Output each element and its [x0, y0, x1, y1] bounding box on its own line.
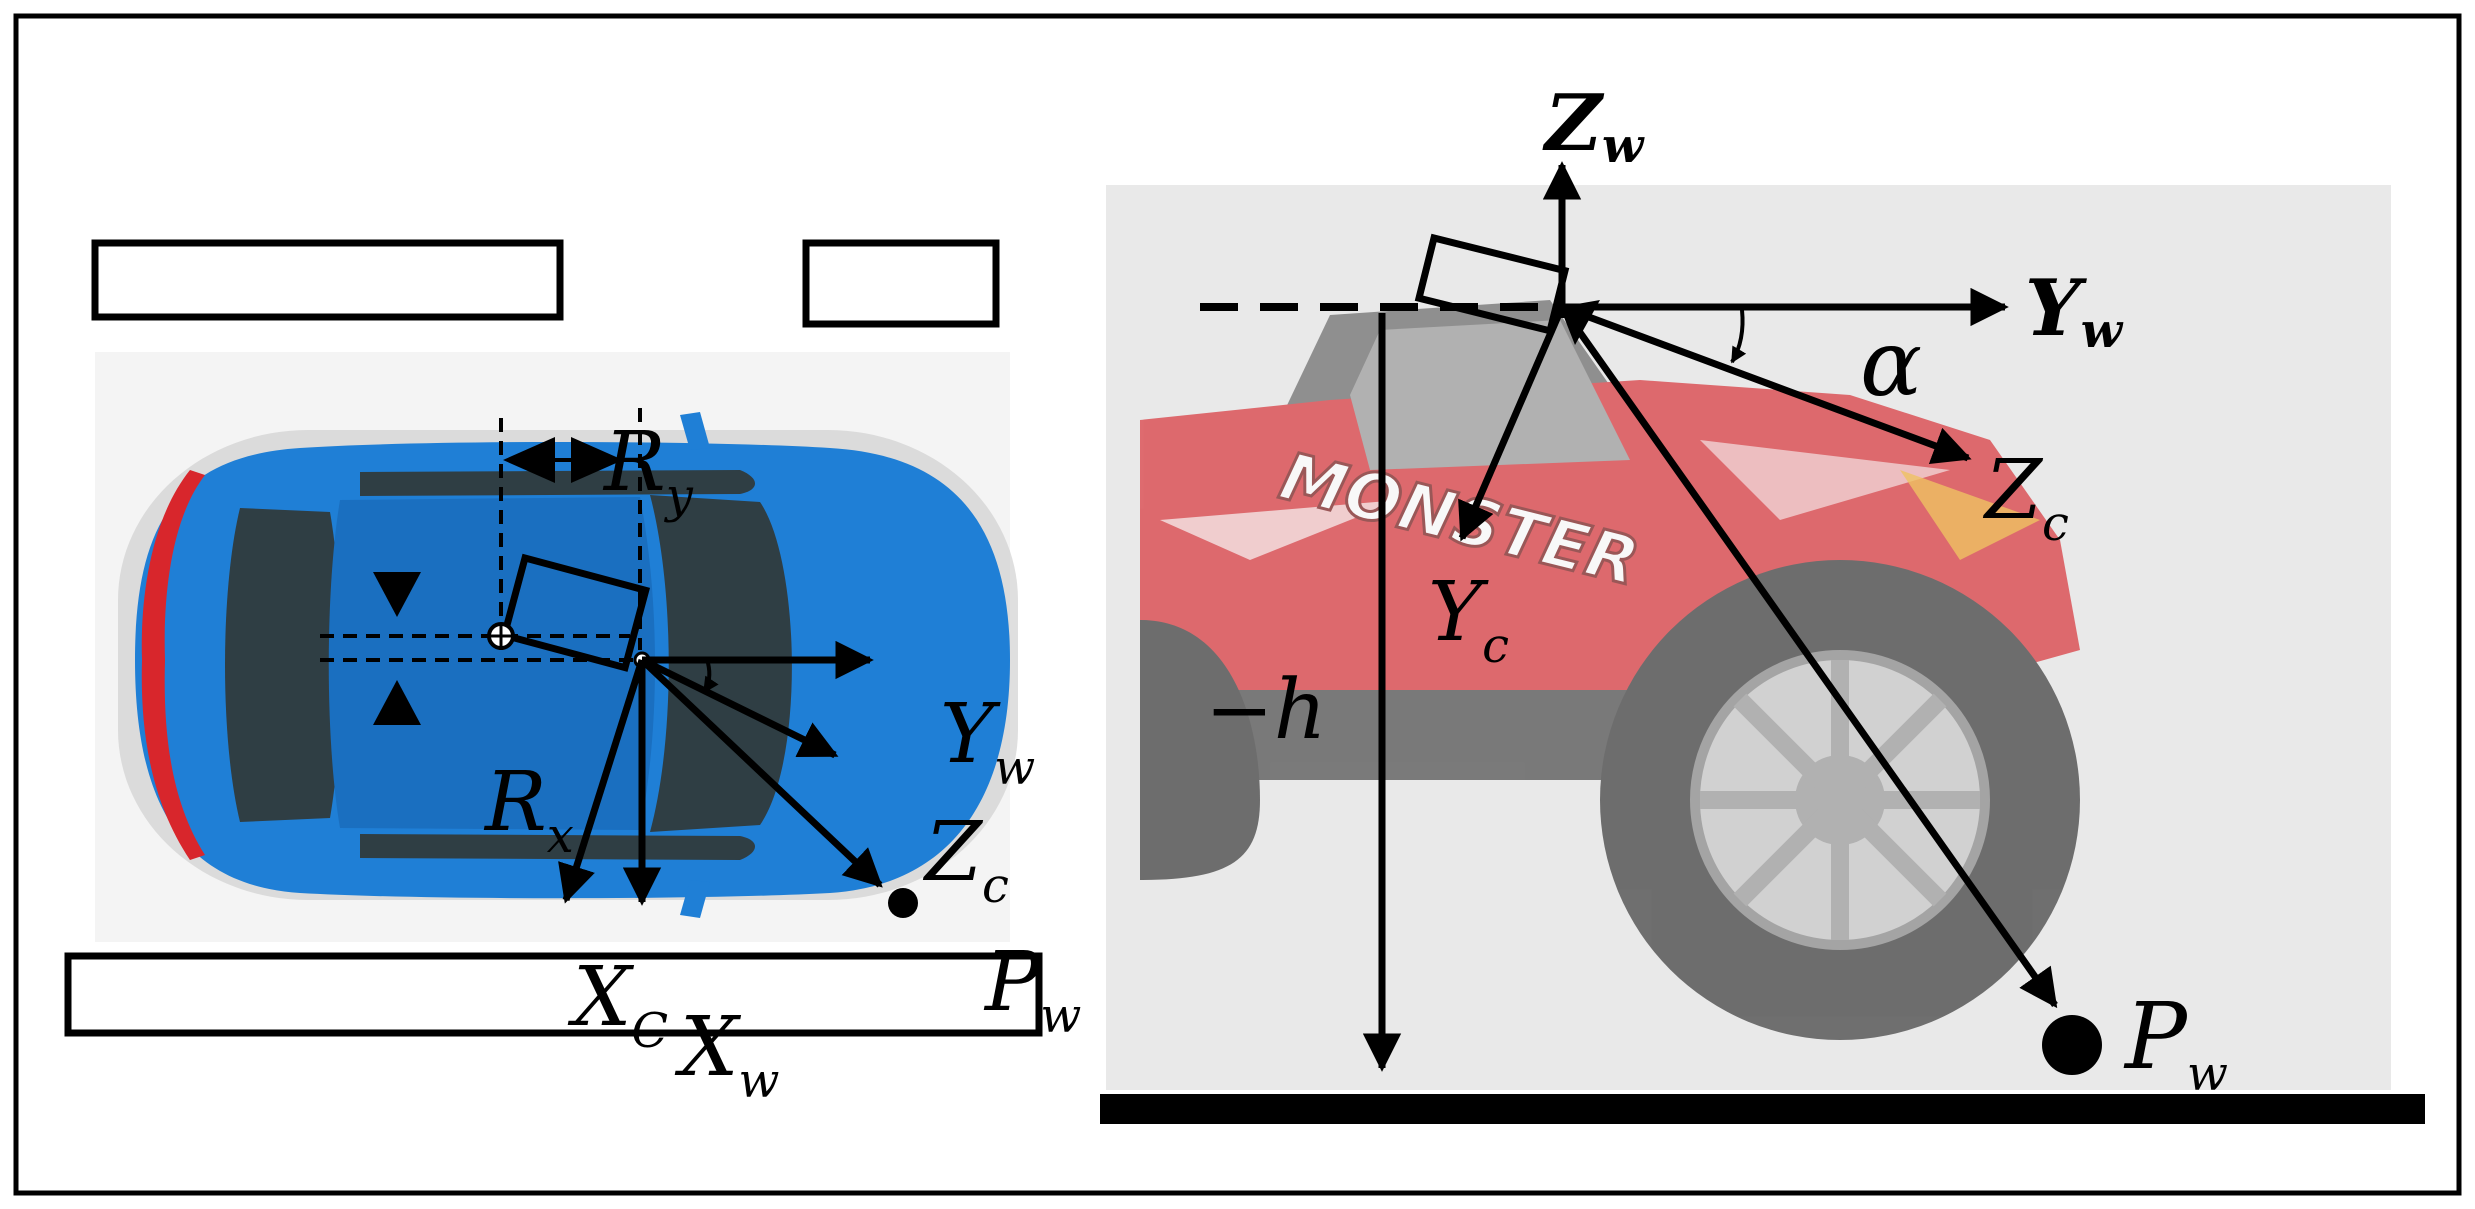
camera-body-side-view — [1414, 233, 1570, 336]
xc-axis-top-view — [558, 658, 646, 904]
truck-wheel-spokes — [1700, 660, 1980, 940]
top-view-axes — [558, 640, 883, 906]
point-pw-side-view — [2042, 1015, 2102, 1075]
label-yw-side-view: Yw — [2025, 263, 2124, 359]
label-yw-top-view: Yw — [940, 687, 1035, 796]
car-side-window-top — [360, 470, 755, 496]
monster-truck: MONSTER — [1140, 300, 2080, 1040]
car-rear-window — [225, 508, 342, 822]
ray-to-point-side-view — [1559, 304, 2058, 1009]
offset-dimension-arrows — [373, 572, 421, 725]
lane-marking-bottom — [64, 952, 1043, 1037]
side-view-panel: MONSTER Zw Yw α Zc Yc −h Pw — [1100, 78, 2425, 1124]
car-mirror-bottom — [680, 880, 710, 918]
camera-origin-side-view — [1560, 300, 1600, 345]
camera-body-top-view — [500, 553, 651, 672]
label-zw-side-view: Zw — [1542, 78, 1645, 174]
yc-axis-side-view — [1458, 305, 1566, 542]
label-rx: Rx — [483, 755, 574, 864]
car-rear-accent — [141, 470, 205, 860]
yaw-angle-arc — [702, 662, 719, 694]
ground-line — [1100, 1094, 2425, 1124]
label-xc: XC — [567, 950, 668, 1059]
lane-marking-top-right — [802, 239, 1000, 328]
truck-flame-3 — [1900, 470, 2040, 560]
car-mirror-top — [680, 412, 710, 450]
ray-to-point-top-view — [639, 657, 883, 888]
pitch-angle-arc — [1730, 309, 1747, 364]
label-zc-side-view: Zc — [1982, 443, 2069, 552]
label-yc-side-view: Yc — [1428, 565, 1509, 674]
label-pw-side-view: Pw — [2123, 983, 2228, 1102]
truck-flame-2 — [1700, 440, 1950, 520]
label-pw-top-view: Pw — [983, 935, 1081, 1044]
zc-axis-side-view — [1560, 303, 1972, 464]
car-side-window-bottom — [360, 834, 755, 860]
point-pw-top-view — [888, 888, 918, 918]
label-ry: Ry — [602, 415, 694, 524]
label-zc-top-view: Zc — [922, 805, 1009, 914]
truck-window — [1350, 320, 1630, 470]
side-view-axes — [1362, 161, 2058, 1072]
truck-flame-1 — [1160, 500, 1400, 560]
label-xw: Xw — [674, 1000, 779, 1109]
label-alpha: α — [1860, 310, 1922, 417]
truck-rear-wheel — [1140, 620, 1260, 880]
zc-axis-top-view — [640, 656, 839, 759]
lane-marking-top-left — [91, 239, 564, 321]
ry-dimension-arrows — [503, 437, 623, 483]
label-height: −h — [1205, 663, 1327, 758]
top-view-panel: Ry Rx Yw Zc XC Xw Pw — [64, 239, 1081, 1109]
